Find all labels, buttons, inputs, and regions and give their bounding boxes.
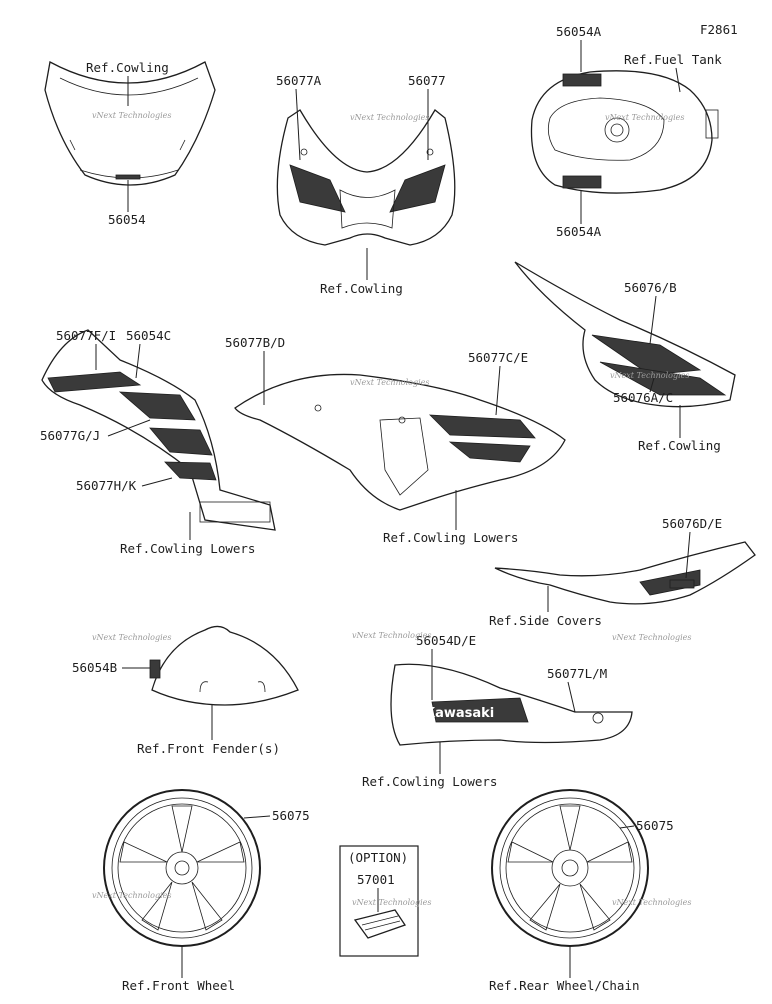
watermark: vNext Technologies xyxy=(92,111,171,120)
rear-wheel-ref-label: Ref.Rear Wheel/Chain xyxy=(489,978,640,993)
option-part-label: 57001 xyxy=(357,872,395,887)
side-cowl-ref-label: Ref.Cowling Lowers xyxy=(120,541,255,556)
watermark: vNext Technologies xyxy=(92,891,171,900)
upper-cowl-ref-label: Ref.Cowling xyxy=(320,281,403,296)
rear-wheel-part xyxy=(491,789,649,947)
side-cover-part-leader xyxy=(685,531,691,579)
option-title: (OPTION) xyxy=(348,850,408,865)
side-cowl-c-leader xyxy=(107,419,151,437)
watermark: vNext Technologies xyxy=(350,113,429,122)
mid-cowl-ref-label: Ref.Cowling Lowers xyxy=(383,530,518,545)
side-cowl-b-leader xyxy=(135,343,141,379)
tail-ref-label: Ref.Cowling xyxy=(638,438,721,453)
figure-code: F2861 xyxy=(700,22,738,37)
mid-cowl-b-label: 56077C/E xyxy=(468,350,528,365)
rear-wheel-part-label: 56075 xyxy=(636,818,674,833)
tank-top-label: 56054A xyxy=(556,24,602,39)
fender-ref-label: Ref.Front Fender(s) xyxy=(137,741,280,756)
watermark: vNext Technologies xyxy=(352,631,431,640)
watermark: vNext Technologies xyxy=(352,898,431,907)
side-cover-ref-label: Ref.Side Covers xyxy=(489,613,602,628)
rear-wheel-part-leader xyxy=(619,825,635,829)
front-fender-part xyxy=(149,625,299,706)
fuel-tank-part xyxy=(530,70,719,194)
front-wheel-part-leader xyxy=(243,815,271,819)
side-cowl-a-label: 56077F/I xyxy=(56,328,116,343)
side-cover-part-label: 56076D/E xyxy=(662,516,722,531)
upper-cowl-left-label: 56077A xyxy=(276,73,322,88)
tail-b-label: 56076A/C xyxy=(613,390,673,405)
side-cowl-b-label: 56054C xyxy=(126,328,171,343)
lower-decal-text: Kawasaki xyxy=(425,706,494,721)
fender-part-label: 56054B xyxy=(72,660,117,675)
front-wheel-part-label: 56075 xyxy=(272,808,310,823)
tank-ref-leader xyxy=(675,67,681,93)
upper-cowl-part xyxy=(276,109,456,246)
watermark: vNext Technologies xyxy=(612,898,691,907)
front-wheel-part xyxy=(103,789,261,947)
tank-bottom-label: 56054A xyxy=(556,224,602,239)
side-cowl-d-label: 56077H/K xyxy=(76,478,137,493)
lower-b-leader xyxy=(567,681,576,713)
option-box xyxy=(339,845,419,957)
watermark: vNext Technologies xyxy=(612,633,691,642)
side-cowl-d-leader xyxy=(141,477,173,487)
watermark: vNext Technologies xyxy=(92,633,171,642)
watermark: vNext Technologies xyxy=(610,371,689,380)
tail-b-leader xyxy=(649,377,655,393)
side-cowl-part xyxy=(41,329,276,531)
lower-b-label: 56077L/M xyxy=(547,666,607,681)
windscreen-part xyxy=(44,61,216,186)
lower-cowl-part xyxy=(390,663,633,746)
watermark: vNext Technologies xyxy=(605,113,684,122)
upper-cowl-left-leader xyxy=(295,88,301,161)
mid-cowl-b-leader xyxy=(495,365,501,416)
mid-cowl-a-label: 56077B/D xyxy=(225,335,285,350)
tail-a-leader xyxy=(649,295,657,345)
front-wheel-ref-label: Ref.Front Wheel xyxy=(122,978,235,993)
middle-cowl-part xyxy=(234,373,566,511)
watermark: vNext Technologies xyxy=(350,378,429,387)
windscreen-part-label: 56054 xyxy=(108,212,146,227)
side-cover-part xyxy=(494,541,756,605)
lower-a-label: 56054D/E xyxy=(416,633,476,648)
upper-cowl-right-label: 56077 xyxy=(408,73,446,88)
tail-a-label: 56076/B xyxy=(624,280,677,295)
side-cowl-c-label: 56077G/J xyxy=(40,428,100,443)
lower-ref-label: Ref.Cowling Lowers xyxy=(362,774,497,789)
windscreen-ref-label: Ref.Cowling xyxy=(86,60,169,75)
tail-cowl-part xyxy=(514,261,736,408)
tank-ref-label: Ref.Fuel Tank xyxy=(624,52,722,67)
